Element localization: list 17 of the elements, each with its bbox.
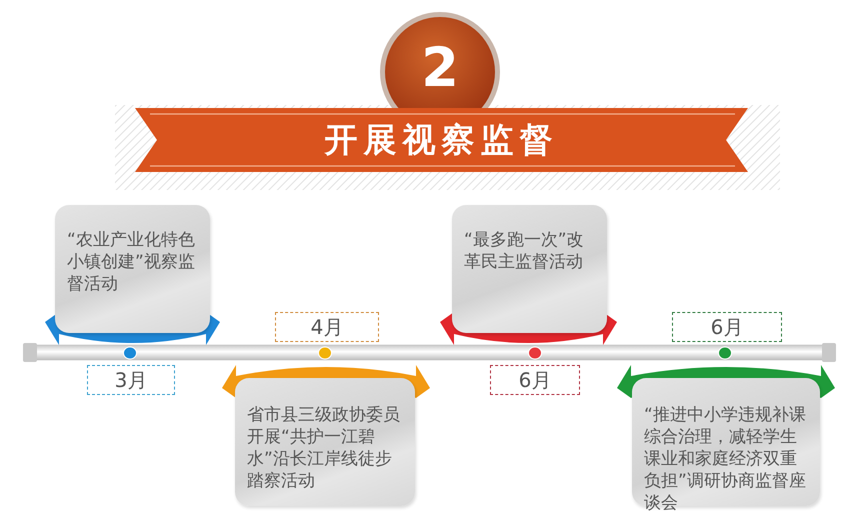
month-box bbox=[275, 312, 379, 342]
month-label: 4月 bbox=[310, 314, 344, 340]
event-text: “农业产业化特色小镇创建”视察监督活动 bbox=[67, 229, 196, 295]
month-box bbox=[490, 365, 580, 395]
step-number: 2 bbox=[421, 36, 459, 99]
month-label: 3月 bbox=[114, 366, 148, 394]
month-label: 6月 bbox=[518, 366, 552, 394]
event-text: 省市县三级政协委员开展“共护一江碧水”沿长江岸线徒步踏察活动 bbox=[247, 404, 401, 492]
event-card bbox=[452, 205, 607, 333]
event-card bbox=[235, 378, 415, 506]
event-card bbox=[55, 205, 210, 333]
month-box bbox=[87, 365, 175, 395]
month-label: 6月 bbox=[710, 314, 744, 340]
event-text: “推进中小学违规补课综合治理，减轻学生课业和家庭经济双重负担”调研协商监督座谈会 bbox=[644, 404, 807, 514]
title-text: 开展视察监督 bbox=[324, 120, 558, 159]
event-text: “最多跑一次”改革民主监督活动 bbox=[464, 229, 585, 273]
month-box bbox=[672, 312, 782, 342]
